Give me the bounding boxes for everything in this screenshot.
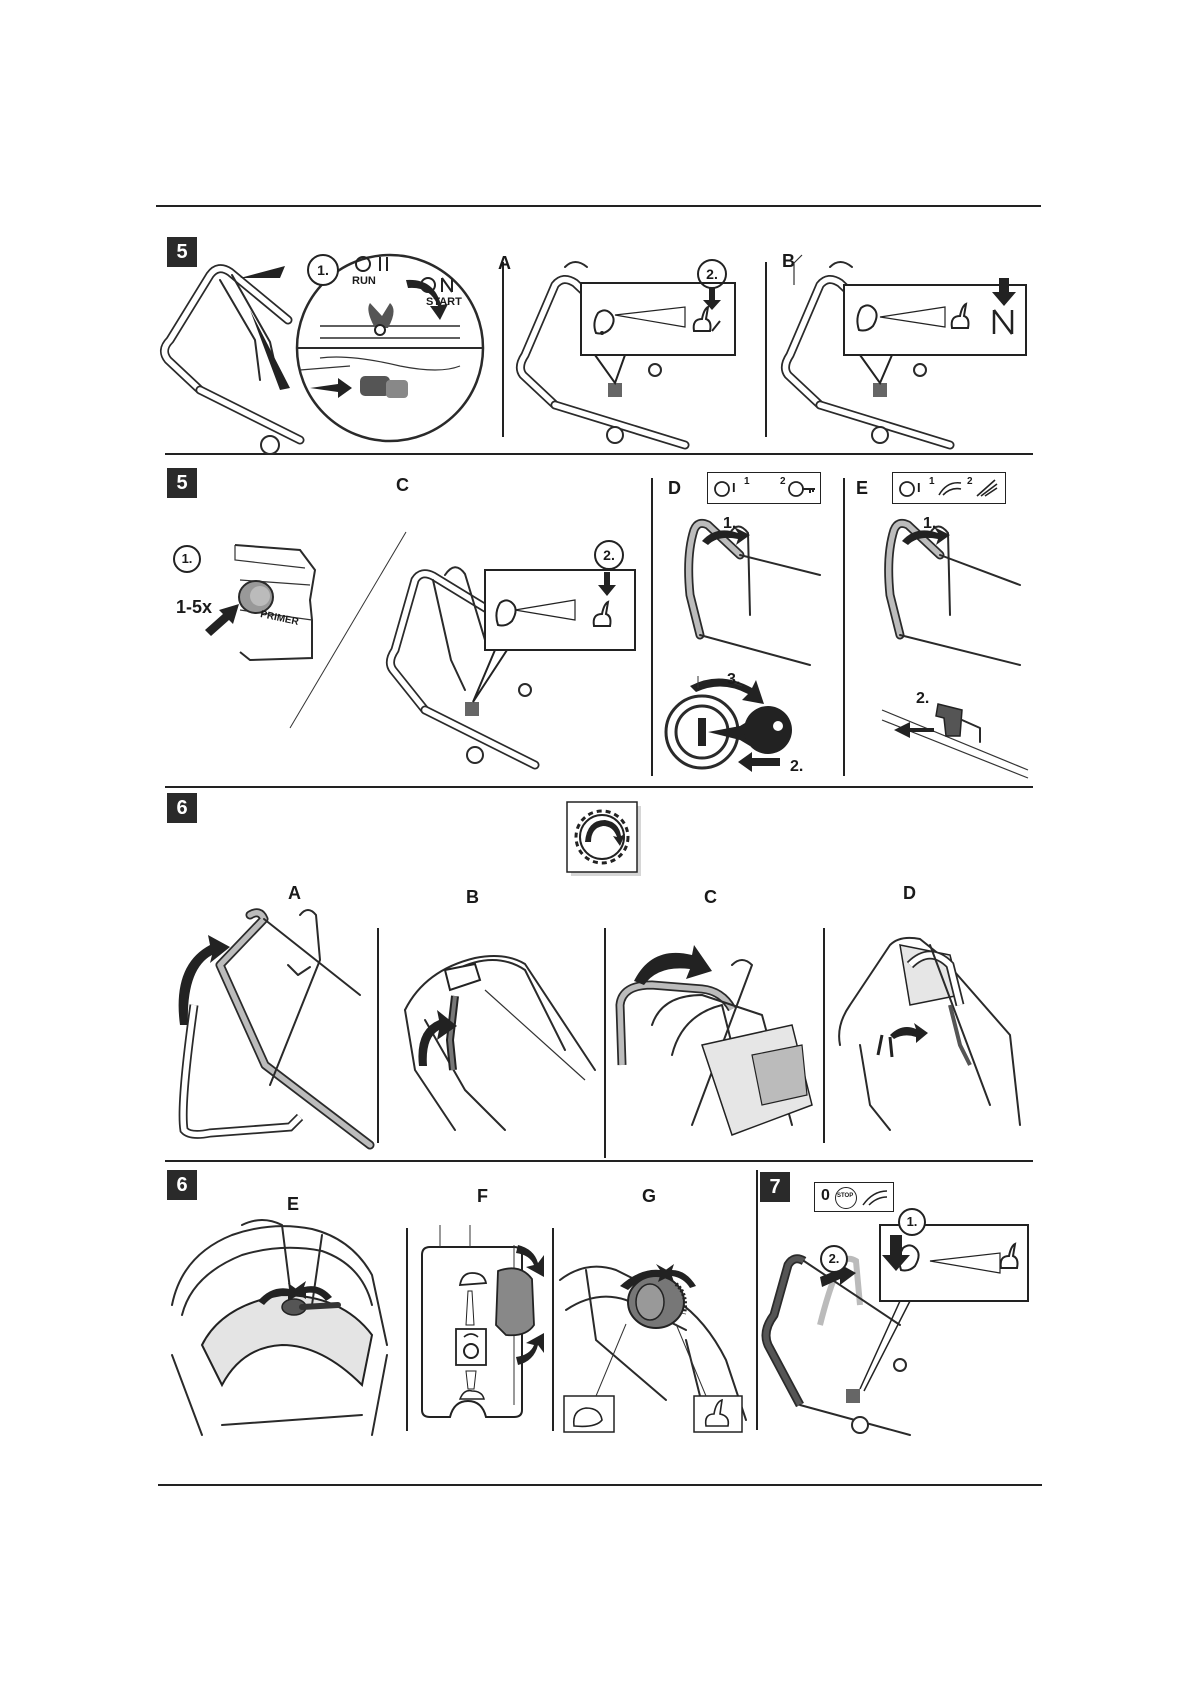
row3-divider-2: [604, 928, 606, 1158]
row4-panel-e-label: E: [287, 1194, 300, 1214]
section7-illustration: [761, 1224, 1029, 1436]
row3-panel-d-label: D: [903, 883, 916, 903]
step-badge-6b: 6: [167, 1170, 197, 1200]
row2-panel-d-step-3: 3.: [727, 671, 741, 688]
row3-panel-b-illustration: [404, 955, 596, 1131]
row4-divider-2: [552, 1228, 554, 1431]
row4-panel-g-illustration: [559, 1264, 747, 1433]
row2-panel-e-handle-illustration: [884, 518, 1021, 666]
primer-illustration: [234, 544, 317, 662]
pull-cord-icon: [976, 479, 998, 497]
key-icon: [788, 481, 815, 497]
primer-arrow-icon: [205, 604, 239, 636]
row2-panel-d-step-1: 1.: [723, 515, 737, 532]
section7-hare-icon: [999, 1242, 1019, 1269]
row2-divider-1: [651, 478, 653, 776]
row2-panel-c-turtle-icon: [495, 599, 517, 627]
step-badge-5a: 5: [167, 237, 197, 267]
step-badge-6a: 6: [167, 793, 197, 823]
ignition-key-illustration: [664, 676, 792, 772]
row3-panel-d-illustration: [838, 936, 1021, 1131]
primer-count: 1-5x: [176, 597, 213, 617]
row2-panel-d-legend: I 1 2: [707, 472, 821, 504]
row1-panel-a-label: A: [498, 253, 511, 273]
row2-panel-e-legend: I 1 2: [892, 472, 1006, 504]
row2-diagonal-divider: [289, 531, 407, 729]
hare-icon: [692, 305, 721, 332]
lever-release-icon: [862, 1190, 888, 1206]
row2-panel-e-label: E: [856, 478, 869, 498]
row4-panel-e-illustration: [171, 1219, 388, 1436]
legend-i: I: [732, 480, 736, 495]
step-badge-5b: 5: [167, 468, 197, 498]
row2-divider-2: [843, 478, 845, 776]
row1-panel-b-turtle-icon: [856, 304, 878, 332]
row3-panel-b-label: B: [466, 887, 479, 907]
row4-panel-g-label: G: [642, 1186, 657, 1206]
legend-e-1: 1: [929, 476, 935, 487]
legend-e-i: I: [917, 480, 921, 495]
row2-panel-e-step-1: 1.: [923, 515, 937, 532]
start-label: START: [426, 296, 462, 308]
row1-panel-a-step-2: 2.: [697, 259, 727, 289]
row4-divider-1: [406, 1228, 408, 1431]
row2-panel-e-step-2: 2.: [916, 690, 930, 707]
choke-symbol-icon: [355, 256, 388, 272]
section7-turtle-icon: [898, 1244, 920, 1272]
step-badge-7: 7: [760, 1172, 790, 1202]
row1-panel-a-illustration: [515, 261, 736, 450]
row3-divider-1: [377, 928, 379, 1143]
gear-wheel-icon: [566, 801, 641, 876]
legend-d-1: 1: [744, 476, 750, 487]
section7-step-2: 2.: [820, 1245, 848, 1273]
row4-panel-f-label: F: [477, 1186, 488, 1206]
legend-e-2: 2: [967, 476, 973, 487]
row1-divider-2: [765, 262, 767, 437]
row3-panel-a-illustration: [178, 908, 375, 1150]
top-rule: [156, 205, 1041, 207]
row4-panel-f-illustration: [421, 1225, 544, 1418]
row1-panel-b-hare-icon: [950, 302, 970, 329]
stop-legend-text: STOP: [837, 1193, 854, 1199]
row3-panel-c-label: C: [704, 887, 717, 907]
row3-bottom-rule: [165, 1160, 1033, 1162]
lever-squeeze-icon: [938, 481, 962, 496]
row1-detail-circle: [295, 253, 485, 443]
stop-legend: 0 STOP: [814, 1182, 894, 1212]
row1-divider-1: [502, 262, 504, 437]
bottom-rule: [158, 1484, 1042, 1486]
legend-d-2: 2: [780, 476, 786, 487]
row2-panel-c-hare-icon: [592, 600, 612, 627]
row2-panel-c-label: C: [396, 475, 409, 495]
row1-panel-a-arrow-icon: [703, 288, 721, 310]
row3-divider-3: [823, 928, 825, 1143]
row2-panel-c-arrow-icon: [598, 572, 616, 596]
row2-panel-d-handle-illustration: [684, 518, 821, 666]
row1-bottom-rule: [165, 453, 1033, 455]
row1-panel-b-start-symbol-icon: [992, 278, 1016, 335]
run-label: RUN: [352, 275, 376, 287]
row2-panel-c-step-2: 2.: [594, 540, 624, 570]
row2-bottom-rule: [165, 786, 1033, 788]
engine-icon-e: [899, 481, 915, 497]
engine-start-symbol-icon: [420, 277, 453, 293]
stop-legend-circle: STOP: [835, 1187, 857, 1209]
row2-panel-d-step-2: 2.: [790, 758, 804, 775]
stop-legend-zero: 0: [821, 1187, 830, 1204]
row3-panel-c-illustration: [615, 945, 813, 1136]
primer-step-1: 1.: [173, 545, 201, 573]
pull-cord-illustration: [881, 703, 1029, 779]
turtle-icon: [593, 309, 615, 335]
row2-panel-d-label: D: [668, 478, 681, 498]
row1-panel-b-label: B: [782, 251, 795, 271]
row1-panel-b-illustration: [780, 254, 1027, 450]
row1-handle-illustration: [160, 264, 305, 455]
section7-step-1: 1.: [898, 1208, 926, 1236]
row1-step-1-circle: 1.: [307, 254, 339, 286]
row3-panel-a-label: A: [288, 883, 301, 903]
row4-divider-3: [756, 1170, 758, 1430]
engine-icon: [714, 481, 730, 497]
